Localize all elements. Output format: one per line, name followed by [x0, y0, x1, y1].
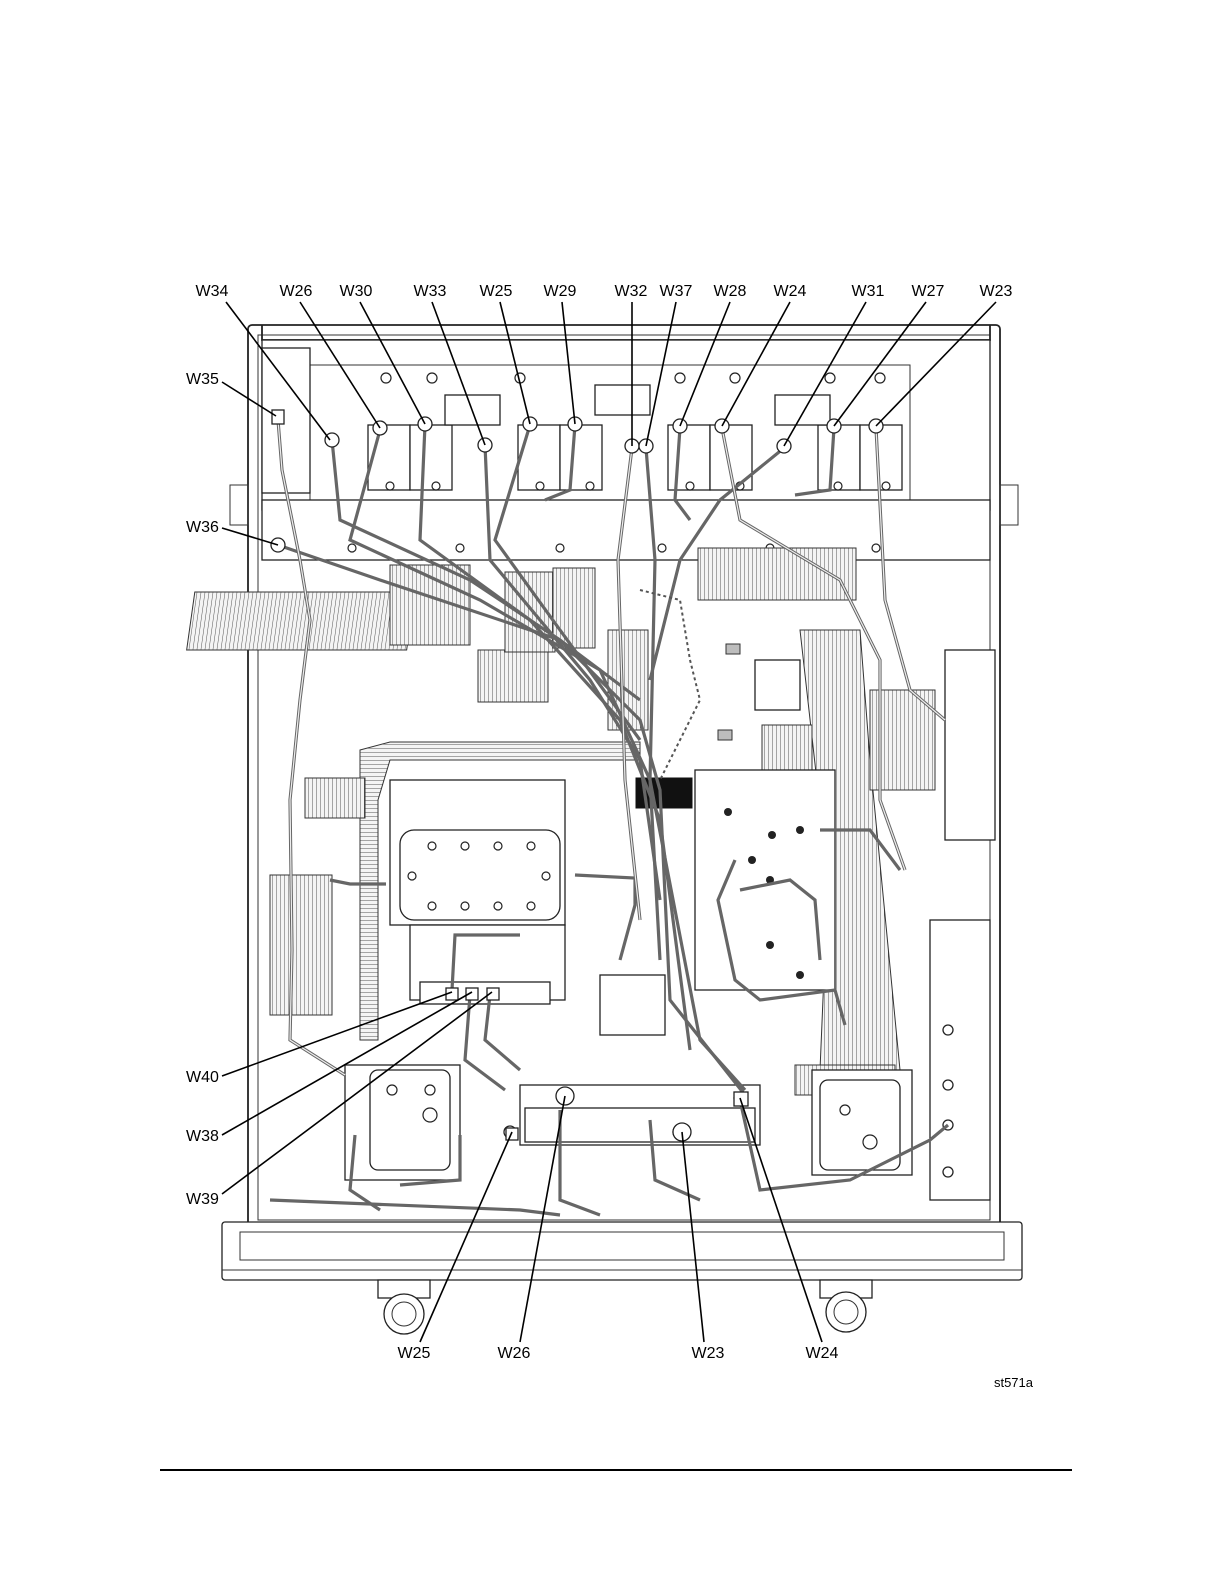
- label-left-w38: W38: [186, 1128, 219, 1145]
- label-top-w33: W33: [414, 283, 447, 300]
- left-labels: W35 W36 W40 W38 W39: [186, 371, 219, 1208]
- label-top-w23: W23: [980, 283, 1013, 300]
- front-port-left: [378, 1280, 430, 1334]
- label-bottom-w24: W24: [806, 1345, 839, 1362]
- label-top-w31: W31: [852, 283, 885, 300]
- label-top-w37: W37: [660, 283, 693, 300]
- label-left-w35: W35: [186, 371, 219, 388]
- label-top-w32: W32: [615, 283, 648, 300]
- label-top-w28: W28: [714, 283, 747, 300]
- figure-id: st571a: [994, 1375, 1034, 1390]
- label-left-w40: W40: [186, 1069, 219, 1086]
- label-left-w39: W39: [186, 1191, 219, 1208]
- label-top-w24: W24: [774, 283, 807, 300]
- label-bottom-w26: W26: [498, 1345, 531, 1362]
- label-top-w29: W29: [544, 283, 577, 300]
- label-bottom-w25: W25: [398, 1345, 431, 1362]
- label-top-w26: W26: [280, 283, 313, 300]
- front-port-right: [820, 1280, 872, 1332]
- label-left-w36: W36: [186, 519, 219, 536]
- top-labels: W34 W26 W30 W33 W25 W29 W32 W37 W28 W24 …: [196, 283, 1013, 300]
- label-top-w30: W30: [340, 283, 373, 300]
- label-top-w34: W34: [196, 283, 229, 300]
- label-top-w27: W27: [912, 283, 945, 300]
- label-bottom-w23: W23: [692, 1345, 725, 1362]
- bottom-labels: W25 W26 W23 W24: [398, 1345, 839, 1362]
- label-top-w25: W25: [480, 283, 513, 300]
